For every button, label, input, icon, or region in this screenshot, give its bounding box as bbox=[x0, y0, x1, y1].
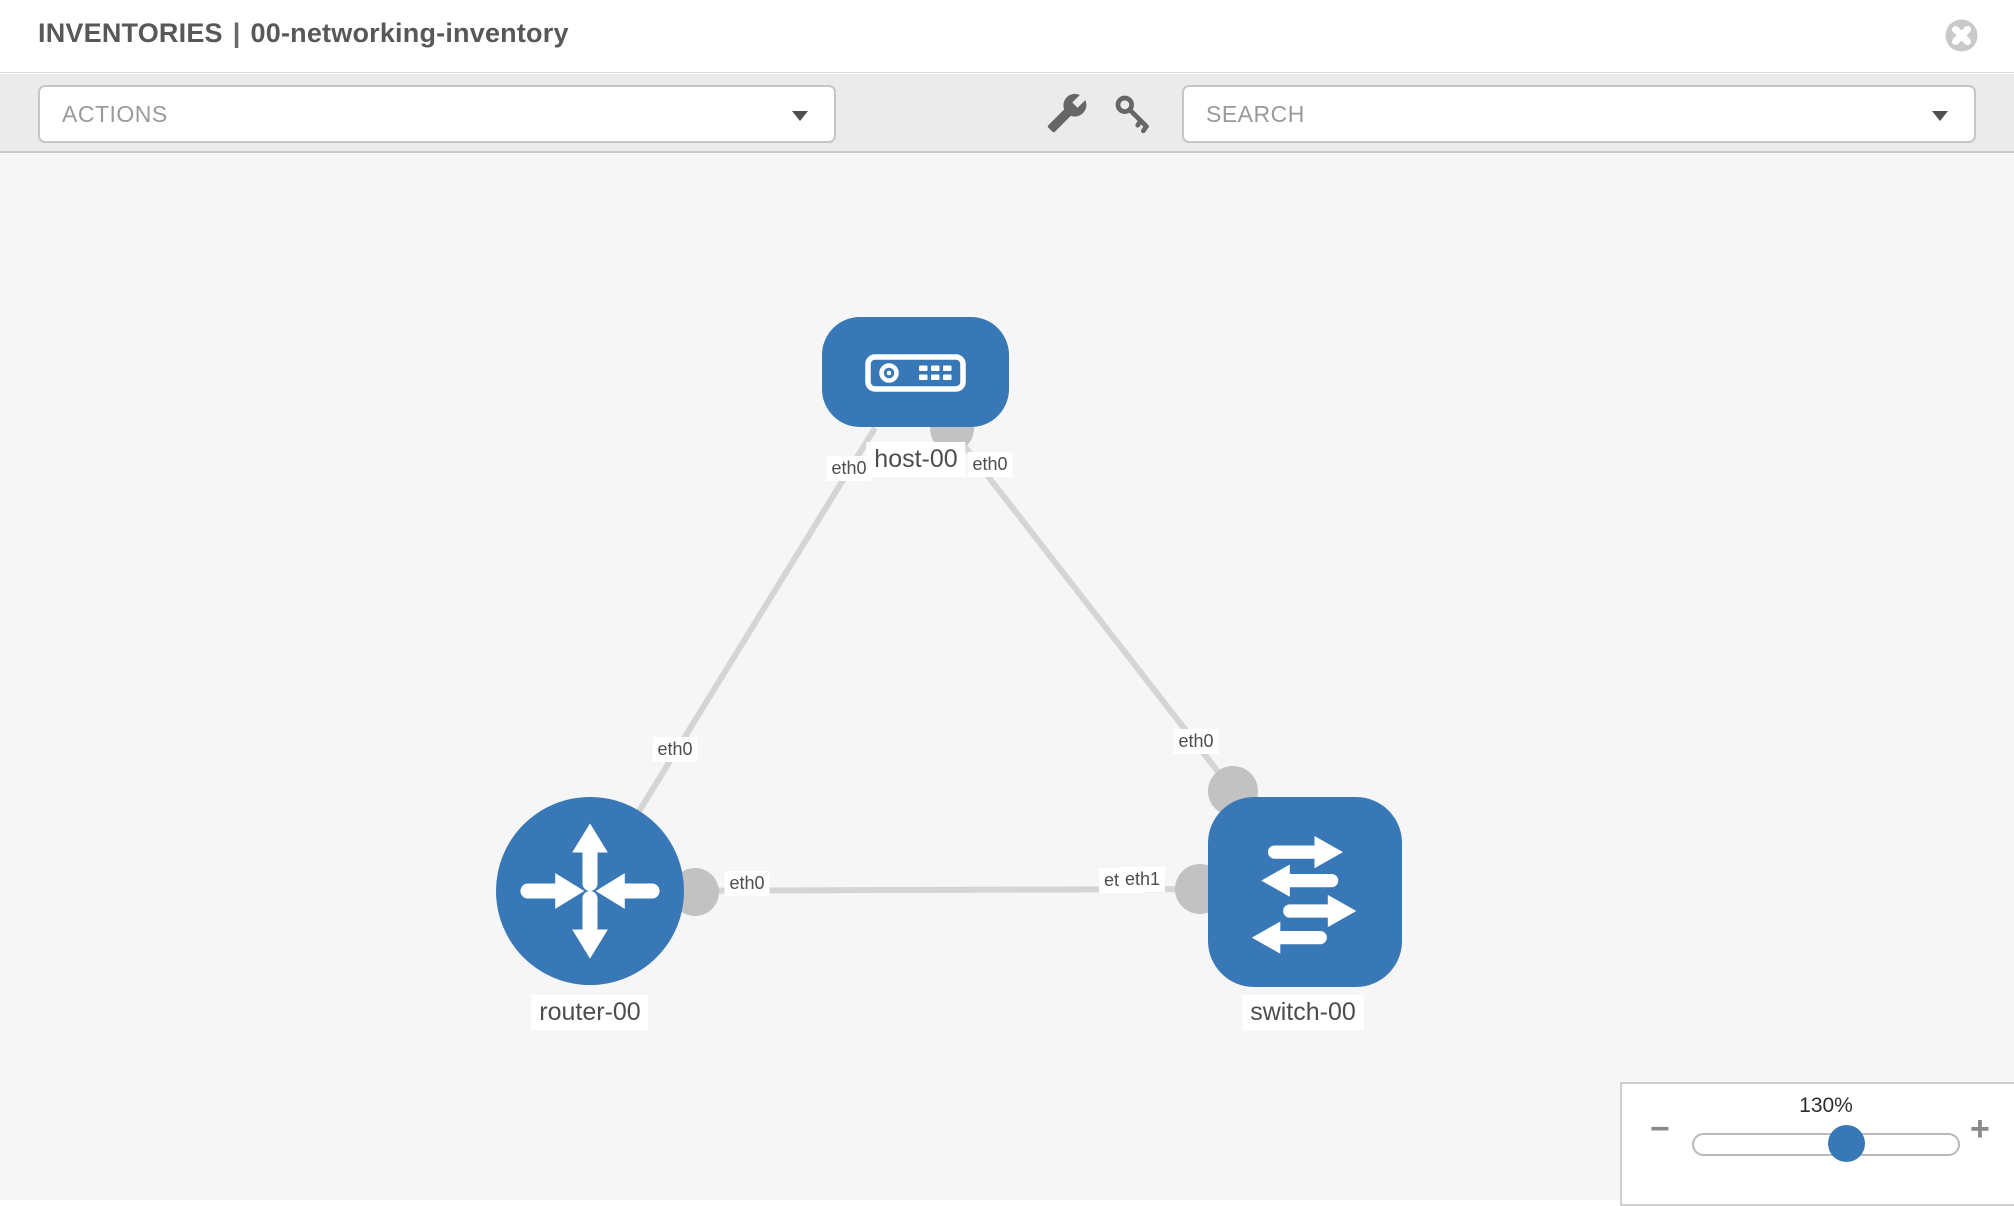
key-icon bbox=[1115, 95, 1149, 134]
topology-links-layer bbox=[587, 407, 1258, 916]
actions-dropdown-label: ACTIONS bbox=[62, 100, 168, 127]
interface-label-switch-eth1: eth1 bbox=[1120, 867, 1166, 892]
search-dropdown-label: SEARCH bbox=[1206, 100, 1305, 127]
node-switch-00[interactable] bbox=[1208, 797, 1402, 987]
node-label-host: host-00 bbox=[866, 442, 966, 477]
interface-label-switch-eth0: eth0 bbox=[1173, 729, 1219, 754]
node-host-00[interactable] bbox=[822, 317, 1009, 427]
search-dropdown[interactable]: SEARCH bbox=[1182, 85, 1976, 143]
page-header: INVENTORIES | 00-networking-inventory bbox=[0, 0, 2014, 73]
interface-label-host-eth0-right: eth0 bbox=[967, 452, 1013, 477]
zoom-out-button[interactable]: − bbox=[1650, 1110, 1670, 1148]
zoom-slider-thumb[interactable] bbox=[1828, 1125, 1865, 1162]
zoom-level: 130% bbox=[1799, 1094, 1853, 1117]
node-label-router: router-00 bbox=[531, 995, 649, 1030]
chevron-down-icon bbox=[792, 111, 808, 121]
node-router-00[interactable] bbox=[496, 797, 684, 985]
actions-dropdown[interactable]: ACTIONS bbox=[38, 85, 836, 143]
breadcrumb-separator: | bbox=[232, 18, 241, 48]
host-icon bbox=[865, 354, 966, 392]
node-label-switch: switch-00 bbox=[1242, 995, 1364, 1030]
tools-button[interactable] bbox=[1046, 92, 1088, 134]
chevron-down-icon bbox=[1932, 111, 1948, 121]
interface-label-router-eth0: eth0 bbox=[724, 871, 770, 896]
zoom-slider-track[interactable] bbox=[1692, 1133, 1960, 1156]
toolbar: ACTIONS SEARCH bbox=[0, 74, 2014, 153]
zoom-panel: 130% − + bbox=[1620, 1082, 2014, 1206]
topology-canvas[interactable]: host-00 router-00 switch-00 eth0 eth0 et… bbox=[0, 153, 2014, 1200]
inventory-name: 00-networking-inventory bbox=[250, 18, 569, 48]
page-title: INVENTORIES | 00-networking-inventory bbox=[38, 18, 579, 49]
router-icon bbox=[520, 823, 660, 959]
credentials-button[interactable] bbox=[1112, 92, 1154, 134]
zoom-in-button[interactable]: + bbox=[1970, 1110, 1990, 1148]
breadcrumb-section: INVENTORIES bbox=[38, 18, 223, 48]
interface-label-host-eth0-left: eth0 bbox=[826, 456, 872, 481]
switch-icon bbox=[1251, 835, 1357, 954]
close-button[interactable] bbox=[1945, 19, 1978, 52]
close-icon bbox=[1945, 19, 1978, 52]
interface-label-router-eth0-uplink: eth0 bbox=[652, 737, 698, 762]
wrench-icon bbox=[1047, 93, 1087, 133]
